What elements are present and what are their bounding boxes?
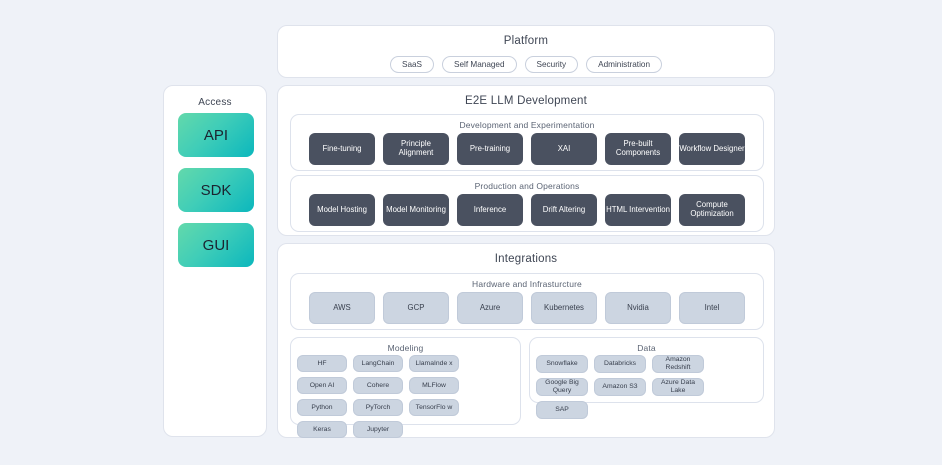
chip-nvidia[interactable]: Nvidia — [605, 292, 671, 324]
chip-azure-data-lake[interactable]: Azure Data Lake — [652, 378, 704, 396]
access-button-api[interactable]: API — [178, 113, 254, 157]
chip-pre-training[interactable]: Pre-training — [457, 133, 523, 165]
modeling-panel: Modeling HF LangChain LlamaInde x Open A… — [290, 337, 521, 438]
integrations-panel: Integrations Hardware and Infrasturcture… — [277, 243, 775, 438]
access-title: Access — [198, 97, 232, 108]
chip-python[interactable]: Python — [297, 399, 347, 416]
chip-principle-alignment[interactable]: Principle Alignment — [383, 133, 449, 165]
chip-model-monitoring[interactable]: Model Monitoring — [383, 194, 449, 226]
chip-gcp[interactable]: GCP — [383, 292, 449, 324]
platform-pill-administration[interactable]: Administration — [586, 56, 663, 73]
development-experimentation-title: Development and Experimentation — [459, 120, 595, 130]
hardware-infrastructure-title: Hardware and Infrasturcture — [472, 279, 582, 289]
chip-snowflake[interactable]: Snowflake — [536, 355, 588, 373]
development-experimentation-panel: Development and Experimentation Fine-tun… — [290, 114, 764, 171]
chip-drift-altering[interactable]: Drift Altering — [531, 194, 597, 226]
chip-pre-built-components[interactable]: Pre-built Components — [605, 133, 671, 165]
data-chip-grid: Snowflake Databricks Amazon Redshift Goo… — [536, 355, 757, 419]
platform-title: Platform — [503, 35, 549, 47]
chip-kubernetes[interactable]: Kubernetes — [531, 292, 597, 324]
platform-pill-saas[interactable]: SaaS — [389, 56, 435, 73]
production-chip-row: Model Hosting Model Monitoring Inference… — [291, 194, 763, 226]
hardware-chip-row: AWS GCP Azure Kubernetes Nvidia Intel — [291, 292, 763, 324]
chip-inference[interactable]: Inference — [457, 194, 523, 226]
modeling-chip-grid: HF LangChain LlamaInde x Open AI Cohere … — [297, 355, 514, 438]
chip-jupyter[interactable]: Jupyter — [353, 421, 403, 438]
chip-pytorch[interactable]: PyTorch — [353, 399, 403, 416]
chip-cohere[interactable]: Cohere — [353, 377, 403, 394]
chip-aws[interactable]: AWS — [309, 292, 375, 324]
hardware-infrastructure-panel: Hardware and Infrasturcture AWS GCP Azur… — [290, 273, 764, 330]
platform-pill-self-managed[interactable]: Self Managed — [442, 56, 517, 73]
chip-llamaindex[interactable]: LlamaInde x — [409, 355, 459, 372]
chip-keras[interactable]: Keras — [297, 421, 347, 438]
chip-hf[interactable]: HF — [297, 355, 347, 372]
production-operations-panel: Production and Operations Model Hosting … — [290, 175, 764, 232]
chip-workflow-designer[interactable]: Workflow Designer — [679, 133, 745, 165]
platform-pill-security[interactable]: Security — [524, 56, 579, 73]
access-button-sdk[interactable]: SDK — [178, 168, 254, 212]
access-panel: Access API SDK GUI — [163, 85, 267, 437]
production-operations-title: Production and Operations — [474, 181, 580, 191]
chip-fine-tuning[interactable]: Fine-tuning — [309, 133, 375, 165]
chip-open-ai[interactable]: Open AI — [297, 377, 347, 394]
chip-sap[interactable]: SAP — [536, 401, 588, 419]
data-title: Data — [637, 343, 656, 353]
chip-intel[interactable]: Intel — [679, 292, 745, 324]
platform-pill-row: SaaS Self Managed Security Administratio… — [278, 56, 774, 73]
chip-azure[interactable]: Azure — [457, 292, 523, 324]
chip-compute-optimization[interactable]: Compute Optimization — [679, 194, 745, 226]
data-panel: Data Snowflake Databricks Amazon Redshif… — [529, 337, 764, 419]
chip-amazon-s3[interactable]: Amazon S3 — [594, 378, 646, 396]
chip-tensorflow[interactable]: TensorFlo w — [409, 399, 459, 416]
integrations-title: Integrations — [494, 253, 558, 265]
chip-html-intervention[interactable]: HTML Intervention — [605, 194, 671, 226]
platform-panel: Platform SaaS Self Managed Security Admi… — [277, 25, 775, 78]
chip-model-hosting[interactable]: Model Hosting — [309, 194, 375, 226]
development-chip-row: Fine-tuning Principle Alignment Pre-trai… — [291, 133, 763, 165]
chip-mlflow[interactable]: MLFlow — [409, 377, 459, 394]
e2e-title: E2E LLM Development — [464, 95, 588, 107]
chip-databricks[interactable]: Databricks — [594, 355, 646, 373]
chip-google-big-query[interactable]: Google Big Query — [536, 378, 588, 396]
chip-xai[interactable]: XAI — [531, 133, 597, 165]
chip-langchain[interactable]: LangChain — [353, 355, 403, 372]
modeling-title: Modeling — [387, 343, 424, 353]
chip-amazon-redshift[interactable]: Amazon Redshift — [652, 355, 704, 373]
access-button-gui[interactable]: GUI — [178, 223, 254, 267]
e2e-llm-development-panel: E2E LLM Development Development and Expe… — [277, 85, 775, 236]
